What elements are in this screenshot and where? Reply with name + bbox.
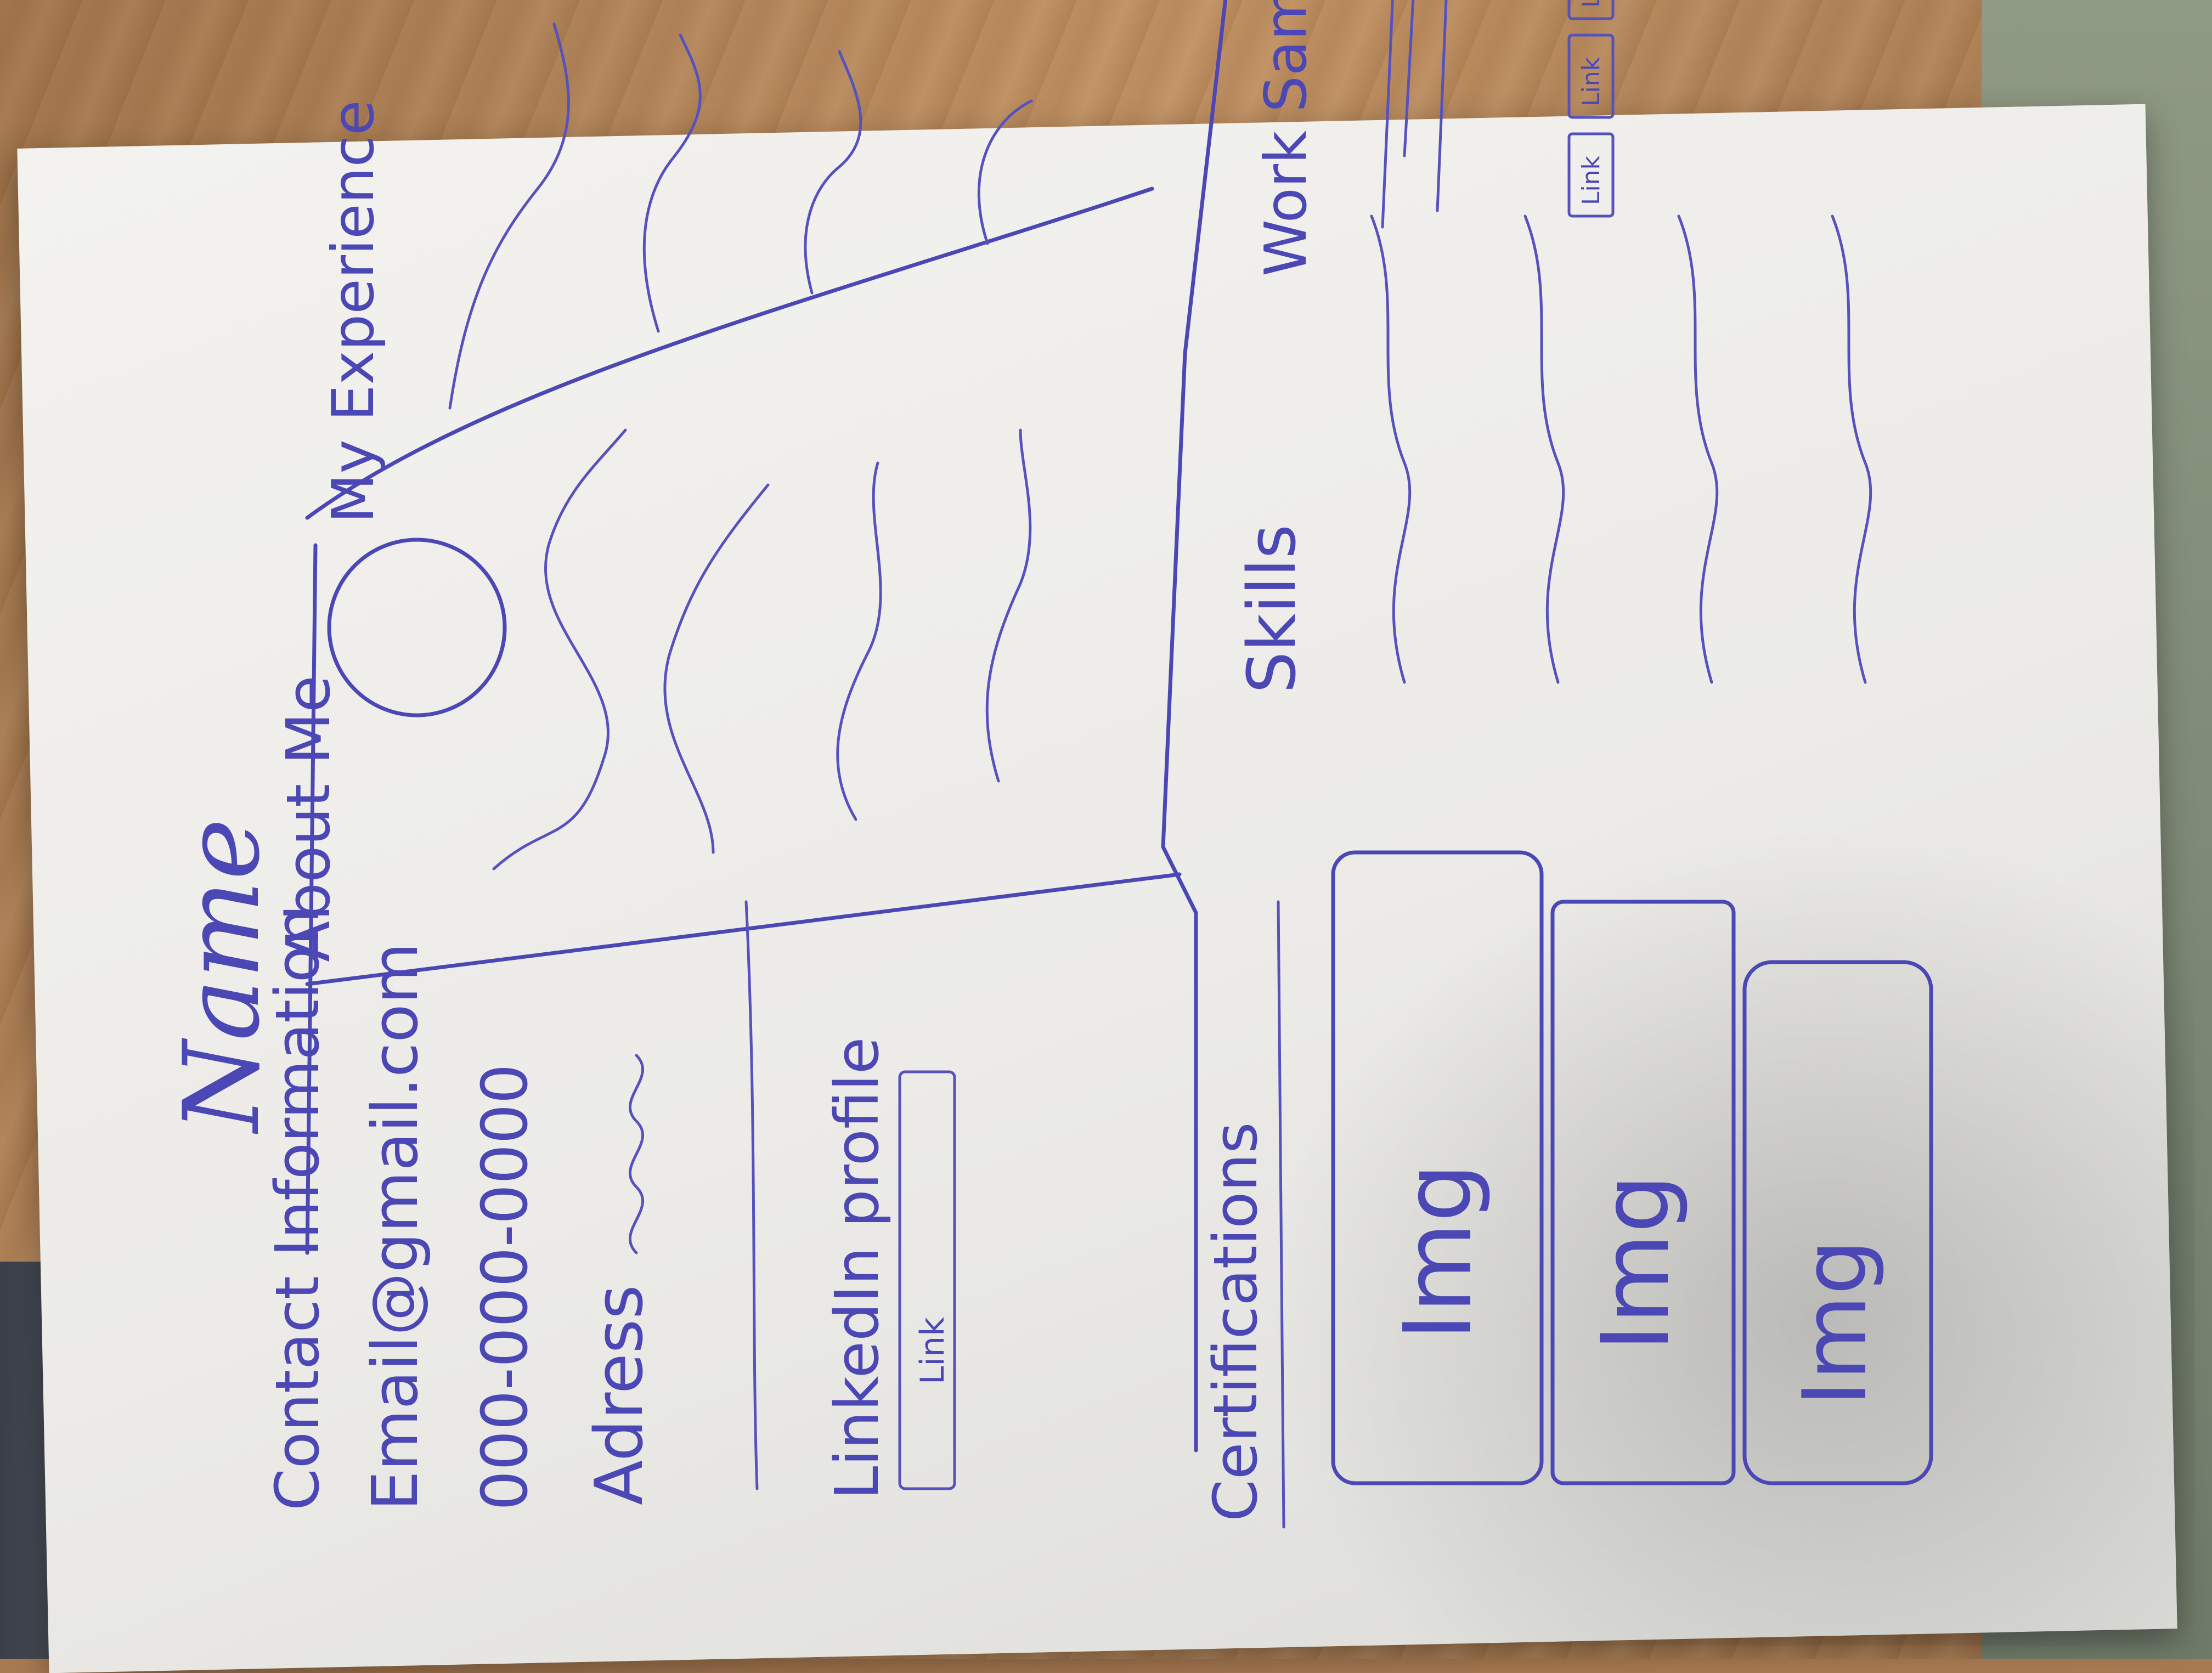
address-text: Adress xyxy=(582,1285,658,1505)
work-link-3[interactable] xyxy=(1567,0,1615,20)
experience-text-1 xyxy=(448,22,570,410)
cert-image-1[interactable] xyxy=(1331,850,1544,1485)
work-text-2 xyxy=(1403,0,1417,157)
linkedin-text: LinkedIn profile xyxy=(822,1037,892,1500)
experience-text-3 xyxy=(804,50,862,295)
divider-left xyxy=(305,872,1182,986)
divider-horizontal xyxy=(1161,0,1242,1452)
skill-item-3 xyxy=(1677,214,1719,684)
work-samples-heading: Work Samples xyxy=(1252,0,1319,276)
work-link-3-label[interactable]: Link xyxy=(1577,0,1605,8)
experience-text-2 xyxy=(642,33,702,333)
about-text-3 xyxy=(836,461,882,821)
work-link-2-label[interactable]: Link xyxy=(1577,56,1605,106)
about-text-4 xyxy=(985,428,1032,783)
work-link-2[interactable] xyxy=(1567,33,1615,119)
email-text: Email@gmail.com xyxy=(359,942,432,1511)
cert-image-3[interactable] xyxy=(1742,960,1933,1485)
cert-image-1-label: Img xyxy=(1384,1163,1493,1341)
work-text-1 xyxy=(1381,0,1395,229)
cert-image-2-label: Img xyxy=(1582,1174,1690,1352)
experience-text-4 xyxy=(977,99,1033,245)
about-text-1 xyxy=(492,428,627,871)
skill-item-2 xyxy=(1523,214,1565,684)
contact-line-1 xyxy=(744,900,759,1490)
skill-item-4 xyxy=(1831,214,1872,684)
cert-image-2[interactable] xyxy=(1550,900,1736,1485)
divider-middle xyxy=(305,186,1154,520)
linkedin-link-box[interactable] xyxy=(898,1070,956,1490)
about-text-2 xyxy=(663,483,770,854)
work-text-3 xyxy=(1436,0,1450,212)
contact-heading: Contact Information xyxy=(262,907,332,1511)
skill-item-1 xyxy=(1370,214,1412,684)
phone-text: 000-000-0000 xyxy=(469,1064,542,1511)
certifications-heading: Certifications xyxy=(1200,1122,1271,1522)
profile-avatar-circle xyxy=(327,538,507,717)
title-underline xyxy=(305,543,318,1255)
address-squiggle xyxy=(628,1054,645,1254)
skills-heading: Skills xyxy=(1234,524,1311,693)
cert-image-3-label: Img xyxy=(1784,1239,1886,1406)
name-title: Name xyxy=(161,818,283,1134)
work-link-1[interactable] xyxy=(1567,132,1615,218)
linkedin-link-text[interactable]: Link xyxy=(913,1317,952,1384)
experience-heading: My Experience xyxy=(320,100,387,523)
certifications-underline xyxy=(1277,900,1285,1529)
work-link-1-label[interactable]: Link xyxy=(1577,155,1605,205)
about-heading: About Me xyxy=(273,675,343,962)
